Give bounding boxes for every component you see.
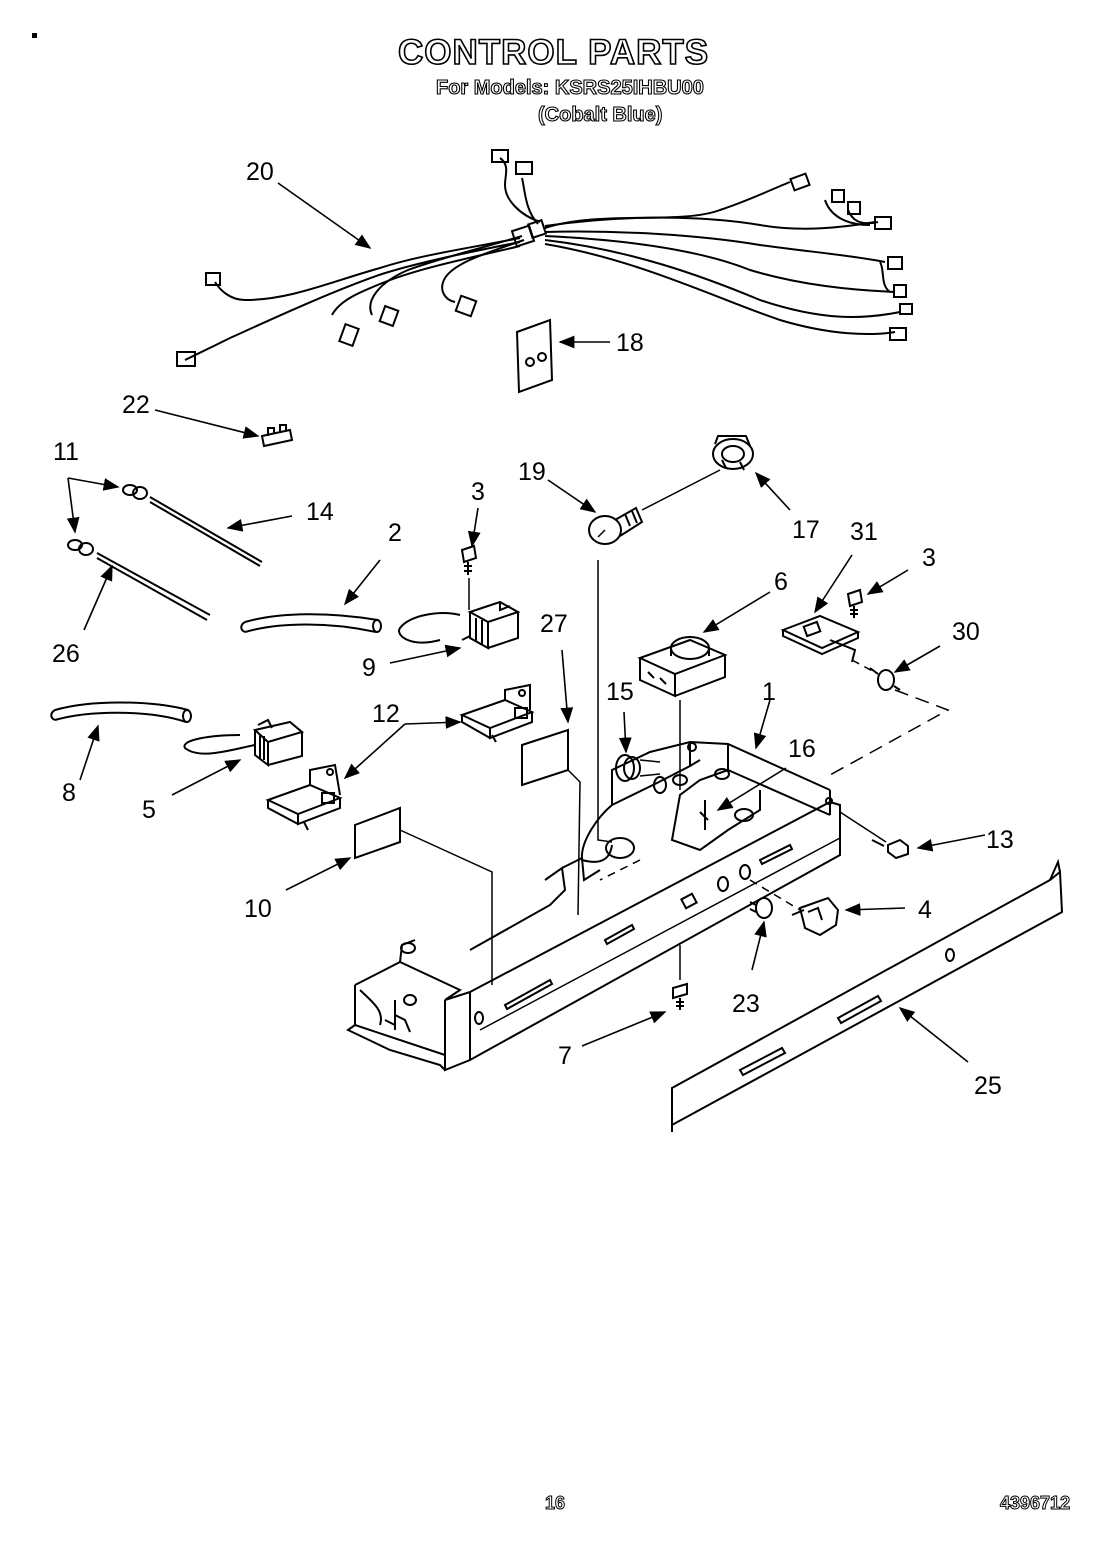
callout-16: 16 (788, 735, 816, 763)
screw-part-13 (839, 811, 909, 860)
color-line: (Cobalt Blue) (537, 103, 663, 126)
callout-6: 6 (774, 568, 788, 596)
callout-5: 5 (142, 796, 156, 824)
callout-13: 13 (986, 826, 1014, 854)
timer-part-6 (637, 636, 728, 790)
thermistor-part-30 (829, 659, 950, 776)
callout-3-right: 3 (922, 544, 936, 572)
callout-22: 22 (122, 391, 150, 419)
label-part-10 (354, 806, 493, 985)
callout-12: 12 (372, 700, 400, 728)
callout-27: 27 (540, 610, 568, 638)
document-number: 4396712 (999, 1493, 1071, 1514)
callout-1: 1 (762, 678, 776, 706)
callout-25: 25 (974, 1072, 1002, 1100)
corner-mark (32, 33, 37, 38)
switch-part-5 (183, 718, 305, 768)
callout-19: 19 (518, 458, 546, 486)
leader-arrows (66, 182, 986, 1063)
switch-part-9 (398, 600, 521, 650)
model-line: For Models: KSRS25IHBU00 (435, 76, 704, 99)
callout-23: 23 (732, 990, 760, 1018)
bulb-part-19 (588, 469, 721, 843)
callout-4: 4 (918, 896, 932, 924)
trim-strip-part-25 (671, 858, 1064, 1132)
lamp-socket-part-17 (712, 435, 754, 471)
callout-31: 31 (850, 518, 878, 546)
control-panel-body (346, 800, 841, 1072)
callout-17: 17 (792, 516, 820, 544)
callout-8: 8 (62, 779, 76, 807)
board-part-31 (780, 614, 861, 663)
callout-26: 26 (52, 640, 80, 668)
grommet-part-15 (615, 754, 661, 782)
screw-part-3-left (460, 544, 478, 610)
callout-15: 15 (606, 678, 634, 706)
wire-harness-part-20 (176, 149, 913, 367)
tube-part-2 (240, 613, 382, 633)
page-number: 16 (544, 1493, 566, 1514)
callout-18: 18 (616, 329, 644, 357)
rods-and-caps-parts-11-14-26 (67, 484, 263, 621)
callout-7: 7 (558, 1042, 572, 1070)
clip-part-22 (260, 424, 294, 448)
screw-part-3-right (846, 588, 864, 618)
actuator-part-4 (749, 879, 840, 937)
callout-30: 30 (952, 618, 980, 646)
callout-14: 14 (306, 498, 334, 526)
label-part-27 (521, 728, 581, 916)
screw-part-7 (672, 945, 688, 1010)
callout-11: 11 (53, 438, 79, 466)
callout-9: 9 (362, 654, 376, 682)
bracket-part-12-upper (459, 683, 535, 743)
callout-2: 2 (388, 519, 402, 547)
page-title: CONTROL PARTS (397, 32, 710, 73)
plate-part-18 (515, 318, 554, 394)
callout-3-left: 3 (471, 478, 485, 506)
callout-10: 10 (244, 895, 272, 923)
button-part-23 (749, 897, 773, 919)
callout-20: 20 (246, 158, 274, 186)
tube-part-8 (50, 701, 192, 723)
bracket-part-12-lower (265, 763, 343, 831)
